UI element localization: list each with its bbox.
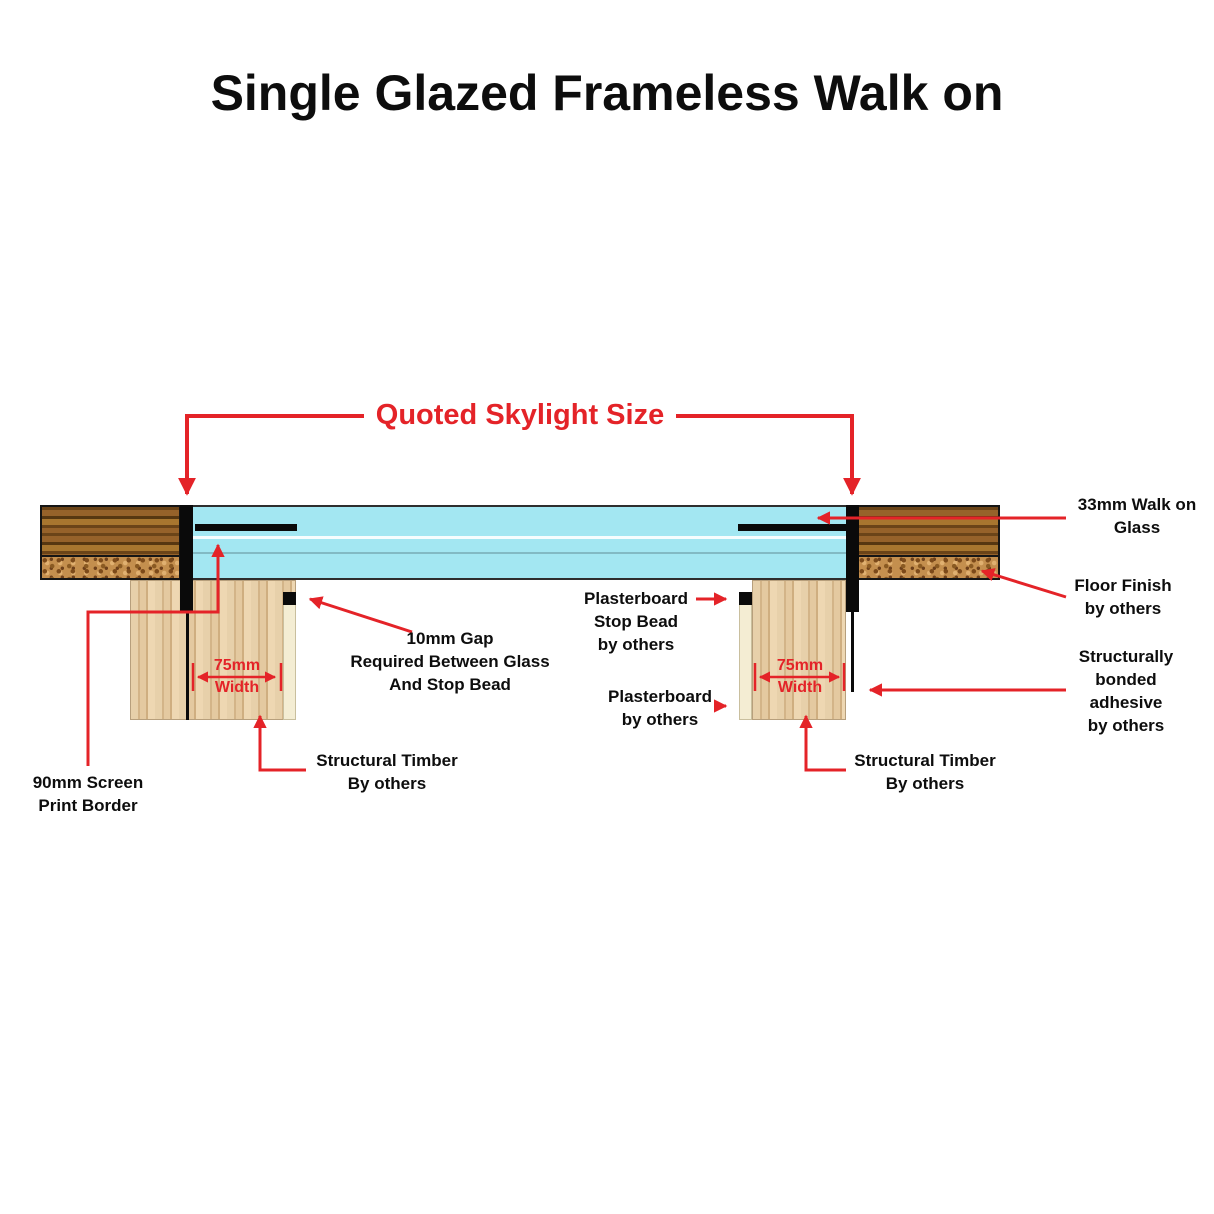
glass-interlayer-line-1: [188, 536, 849, 539]
edge-seal-right: [846, 505, 859, 612]
timber-left-leader: [253, 714, 306, 772]
page-title: Single Glazed Frameless Walk on: [210, 64, 1004, 121]
edge-seal-right-lower: [851, 612, 854, 692]
cork-underlay-right: [857, 557, 1000, 580]
floor-finish-left: [40, 505, 181, 580]
plasterboard-strip-right: [739, 592, 752, 720]
screen-print-border-left: [195, 524, 297, 531]
stop-bead-left: [283, 592, 296, 605]
timber-post-right: [752, 580, 846, 720]
screen-print-border-right: [738, 524, 849, 531]
edge-seal-left-lower: [186, 612, 189, 720]
gap-label: 10mm Gap Required Between Glass And Stop…: [350, 629, 550, 694]
glass-thickness-label: 33mm Walk on Glass: [1077, 495, 1197, 537]
width-left-label: 75mm Width: [213, 657, 261, 696]
plasterboard-label: Plasterboard by others: [608, 687, 712, 729]
stop-bead-right: [739, 592, 752, 605]
stop-bead-label: Plasterboard Stop Bead by others: [584, 589, 688, 654]
quoted-size-leader-right: [676, 414, 861, 496]
screen-print-label: 90mm Screen Print Border: [32, 773, 144, 815]
structural-timber-right-label: Structural Timber By others: [854, 751, 996, 793]
edge-seal-left: [180, 505, 193, 612]
glass-interlayer-line-2: [188, 552, 849, 554]
cork-underlay-left: [40, 557, 181, 580]
quoted-skylight-size-label: Quoted Skylight Size: [375, 399, 665, 431]
timber-right-leader: [799, 714, 846, 772]
glass-panel: [187, 505, 850, 580]
quoted-size-leader-left: [178, 414, 364, 496]
wood-layer-left: [40, 505, 181, 557]
wood-layer-right: [857, 505, 1000, 557]
floor-finish-right: [857, 505, 1000, 580]
floor-finish-label: Floor Finish by others: [1074, 576, 1172, 618]
structural-timber-left-label: Structural Timber By others: [316, 751, 458, 793]
width-right-label: 75mm Width: [776, 657, 824, 696]
plasterboard-strip-left: [283, 592, 296, 720]
adhesive-label: Structurally bonded adhesive by others: [1078, 647, 1174, 735]
timber-post-left: [130, 580, 296, 720]
